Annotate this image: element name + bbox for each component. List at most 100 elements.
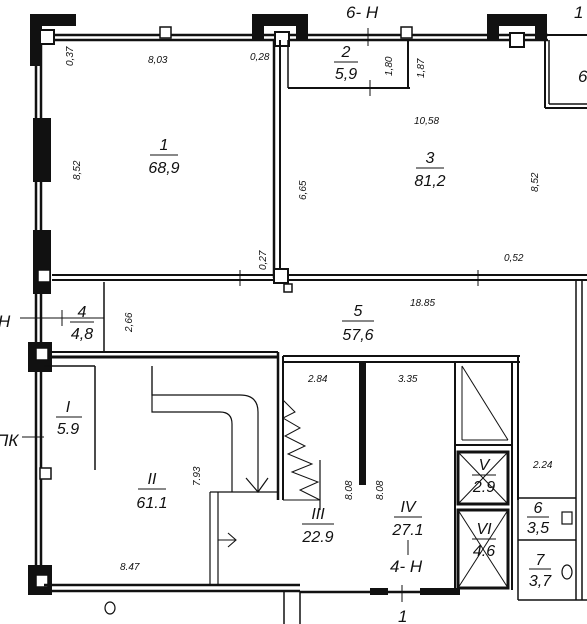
axis-label-top-right: 1 xyxy=(574,3,583,22)
axis-labels: 6- H 1 H ПК 4- H 1 6 xyxy=(0,3,587,624)
room-label-r4: 4 4,8 xyxy=(70,304,94,343)
axis-label-left-low: ПК xyxy=(0,431,19,450)
room-number: I xyxy=(66,399,71,416)
column-small xyxy=(283,283,293,293)
column-top-left-v xyxy=(30,14,42,66)
room-number: V xyxy=(479,457,491,474)
stair xyxy=(151,366,321,585)
wall-bottom-block2 xyxy=(420,588,460,595)
dimension-label: 2,66 xyxy=(124,312,135,333)
room-number: II xyxy=(148,471,157,488)
column-square xyxy=(35,347,49,361)
column-top-mid xyxy=(252,14,308,26)
room-label-r1: 1 68,9 xyxy=(148,137,179,177)
room-area: 5,9 xyxy=(335,66,357,83)
room-area: 4.6 xyxy=(473,543,495,560)
column-square xyxy=(509,32,525,48)
room-label-rIII: III 22.9 xyxy=(301,506,334,546)
room-area: 22.9 xyxy=(301,529,333,546)
room-number: 7 xyxy=(536,552,546,569)
dimension-label: 7.93 xyxy=(192,466,203,486)
wall-bottom-block xyxy=(370,588,388,595)
room-labels: 1 68,9 2 5,9 3 81,2 4 4,8 5 57,6 I 5.9 xyxy=(56,44,552,590)
room-area: 3,5 xyxy=(527,520,549,537)
dimension-label: 18.85 xyxy=(410,298,435,309)
room-label-r3: 3 81,2 xyxy=(414,150,445,190)
column-top-right-r xyxy=(535,14,547,40)
wall-III-IV xyxy=(359,362,366,485)
dimension-label: 2.84 xyxy=(307,374,328,385)
column-top-right-l xyxy=(487,14,499,40)
room-label-r7: 7 3,7 xyxy=(529,552,552,590)
room-label-r5: 5 57,6 xyxy=(342,303,374,344)
room-number: 1 xyxy=(160,137,169,154)
room-label-rI: I 5.9 xyxy=(56,399,82,438)
room-label-r2: 2 5,9 xyxy=(334,44,358,83)
elevator-V xyxy=(456,450,510,506)
dimension-label: 10,58 xyxy=(414,116,439,127)
dimension-label: 8,52 xyxy=(530,172,541,192)
room-label-r6: 6 3,5 xyxy=(527,500,549,537)
dimension-label: 3.35 xyxy=(398,374,418,385)
column-square xyxy=(274,31,290,47)
column-square xyxy=(273,268,289,284)
stair-steps xyxy=(281,399,321,501)
dimension-label: 8.08 xyxy=(344,480,355,500)
room-area: 68,9 xyxy=(148,160,179,177)
shaft-diagonal xyxy=(461,365,509,441)
room-area: 27.1 xyxy=(391,522,423,539)
column-top-right xyxy=(487,14,547,26)
axis-label-left-mid: H xyxy=(0,312,11,331)
sink-icon xyxy=(561,511,573,525)
toilet-icon xyxy=(104,601,116,615)
arrow-right-icon xyxy=(218,532,237,548)
room-number: 5 xyxy=(354,303,363,320)
pier-left-2 xyxy=(33,230,51,294)
dimension-label: 8.08 xyxy=(375,480,386,500)
stair-run-outer xyxy=(151,366,259,492)
column-top-mid-r xyxy=(296,14,308,40)
room-area: 2.9 xyxy=(472,479,495,496)
column-square xyxy=(39,29,55,45)
room-number: 2 xyxy=(341,44,351,61)
room-area: 4,8 xyxy=(71,326,93,343)
dimension-labels: 0,37 8,03 0,28 1,80 1,87 10,58 8,52 6,65… xyxy=(65,46,553,573)
room-area: 3,7 xyxy=(529,573,552,590)
walls xyxy=(28,14,587,624)
axis-marks xyxy=(20,28,479,602)
room-number: IV xyxy=(400,499,416,516)
column-top-mid-l xyxy=(252,14,264,40)
room-area: 81,2 xyxy=(414,173,445,190)
dimension-label: 8,03 xyxy=(148,55,168,66)
elevator-V-x2 xyxy=(457,451,509,505)
room-area: 57,6 xyxy=(342,327,373,344)
axis-label-right-edge: 6 xyxy=(578,67,587,86)
window-mark xyxy=(159,26,172,39)
dimension-label: 0,52 xyxy=(504,253,524,264)
dimension-label: 1,87 xyxy=(416,58,427,78)
pier-left-1 xyxy=(33,118,51,182)
window-mark xyxy=(39,467,52,480)
stair-run-inner xyxy=(151,366,233,492)
room-area: 61.1 xyxy=(136,495,167,512)
room-number: 6 xyxy=(534,500,543,517)
axis-label-bottom: 4- H xyxy=(390,557,423,576)
room-label-rIV: IV 27.1 xyxy=(391,499,423,539)
dimension-label: 0,37 xyxy=(65,46,76,66)
dimension-label: 8,52 xyxy=(72,160,83,180)
dimension-label: 6,65 xyxy=(298,180,309,200)
window-mark xyxy=(400,26,413,39)
dimension-label: 2.24 xyxy=(532,460,553,471)
toilet-icon xyxy=(561,564,573,580)
room-number: 4 xyxy=(78,304,87,321)
axis-label-bottom-num: 1 xyxy=(398,607,407,624)
stair-arrow-icon xyxy=(245,477,269,493)
axis-label-top: 6- H xyxy=(346,3,379,22)
room-number: VI xyxy=(476,521,492,538)
room-area: 5.9 xyxy=(57,421,79,438)
room-label-rV: V 2.9 xyxy=(472,457,496,496)
dimension-label: 0,27 xyxy=(258,250,269,270)
room-label-rVI: VI 4.6 xyxy=(472,521,496,560)
room-label-rII: II 61.1 xyxy=(136,471,167,512)
